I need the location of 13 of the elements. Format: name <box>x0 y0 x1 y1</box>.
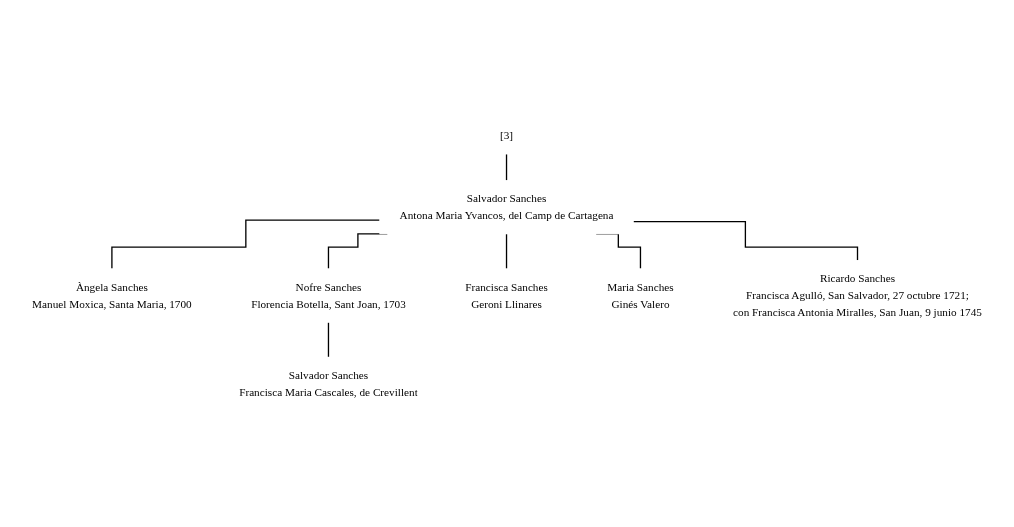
node-text: Salvador Sanches Antona Maria Yvancos, del Camp de Cartagena <box>399 191 614 222</box>
connector <box>327 321 330 358</box>
node-text: [3] <box>499 128 514 142</box>
node-text: Ricardo Sanches Francisca Agulló, San Salvador, 27 octubre 1721; con Francisca Antonia Miralles, San Juan, 9 junio 1745 <box>733 271 982 318</box>
connector <box>111 218 381 269</box>
node-text: Francisca Sanches Geroni Llinares <box>465 280 548 310</box>
connector <box>505 232 508 269</box>
node-text: Nofre Sanches Florencia Botella, Sant Joan, 1703 <box>251 280 406 310</box>
node-text: Salvador Sanches Francisca Maria Cascales, de Crevillent <box>239 368 418 398</box>
connector <box>632 220 859 261</box>
connector <box>505 152 508 181</box>
node-text: Maria Sanches Ginés Valero <box>607 280 674 310</box>
node-text: Àngela Sanches Manuel Moxica, Santa Maria, 1700 <box>32 280 192 310</box>
